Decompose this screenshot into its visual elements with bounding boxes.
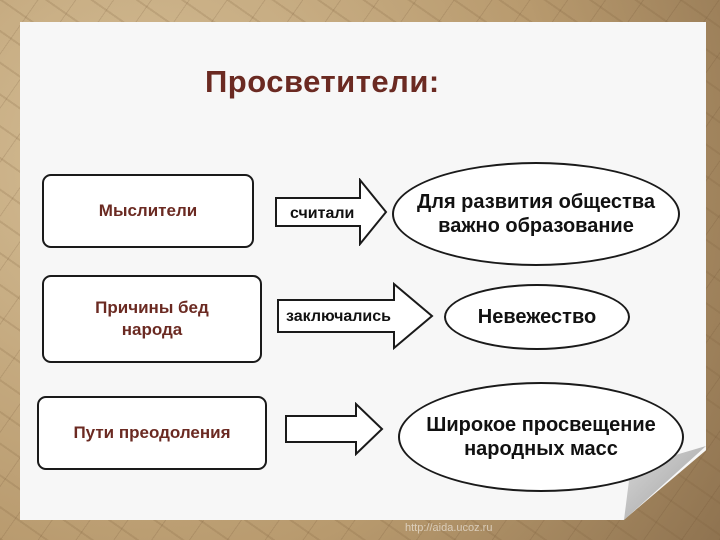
thinkers-label: Мыслители bbox=[98, 201, 198, 220]
watermark-url: http://aida.ucoz.ru bbox=[405, 522, 493, 534]
arrow-right-icon bbox=[277, 282, 434, 350]
consisted-label: заключались bbox=[286, 308, 391, 325]
causes-box: Причины бед народа bbox=[42, 275, 262, 363]
ignorance-text: Невежество bbox=[477, 306, 597, 328]
arrow-right-icon bbox=[275, 178, 388, 246]
enlightenment-text: Широкое просвещение народных масс bbox=[426, 414, 656, 460]
considered-label: считали bbox=[290, 205, 355, 222]
arrow-right-icon bbox=[285, 402, 384, 456]
causes-label: Причины бед народа bbox=[95, 298, 209, 339]
development-text: Для развития общества важно образование bbox=[417, 191, 655, 237]
ways-box: Пути преодоления bbox=[37, 396, 267, 470]
ignorance-oval: Невежество bbox=[444, 284, 630, 350]
slide-title: Просветители: bbox=[205, 64, 440, 99]
development-oval: Для развития общества важно образование bbox=[392, 162, 680, 266]
ways-label: Пути преодоления bbox=[73, 423, 231, 442]
enlightenment-oval: Широкое просвещение народных масс bbox=[398, 382, 684, 492]
thinkers-box: Мыслители bbox=[42, 174, 254, 248]
